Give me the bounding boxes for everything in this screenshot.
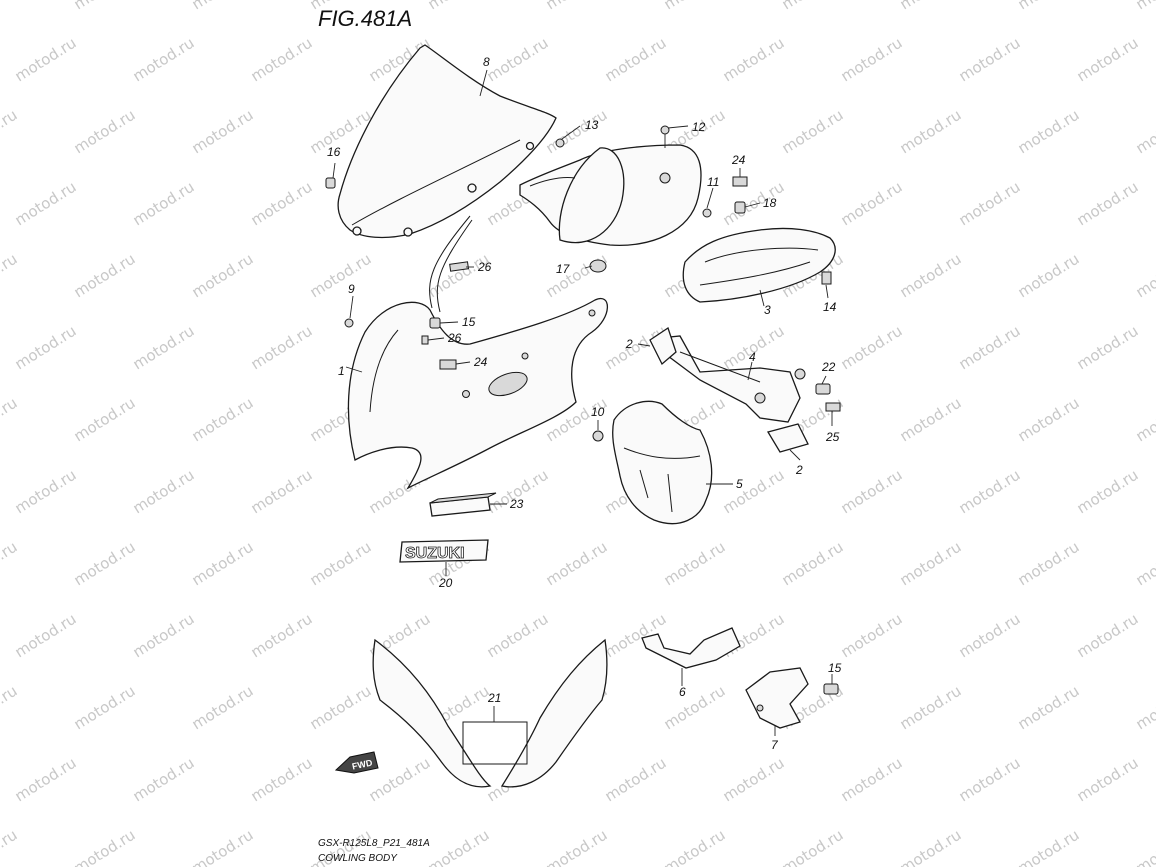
callout-8: 8 (483, 55, 490, 69)
cushion-24-upper[interactable] (732, 176, 748, 187)
cushion-24-lower[interactable] (439, 359, 457, 370)
callout-17: 17 (556, 262, 571, 276)
callout-6: 6 (679, 685, 686, 699)
bolt-15-lower[interactable] (823, 683, 839, 695)
callout-2b: 2 (795, 463, 803, 477)
tape-26-upper[interactable] (449, 261, 470, 272)
emblem-20[interactable]: SUZUKI (399, 539, 489, 563)
nut-18[interactable] (734, 201, 746, 214)
tape-26-lower[interactable] (421, 335, 429, 345)
figure-title: FIG.481A (318, 6, 412, 31)
callout-26a: 26 (477, 260, 492, 274)
cover-5[interactable] (612, 400, 713, 525)
leader-lines (332, 69, 833, 736)
bracket-6[interactable] (641, 627, 741, 669)
callout-26b: 26 (447, 331, 462, 345)
callout-21: 21 (487, 691, 501, 705)
screw-12[interactable] (660, 125, 670, 148)
callout-16: 16 (327, 145, 341, 159)
callout-7: 7 (771, 738, 779, 752)
bracket-2-upper[interactable] (649, 326, 677, 366)
bracket-2-lower[interactable] (766, 423, 809, 453)
callout-10: 10 (591, 405, 605, 419)
screw-11[interactable] (702, 208, 712, 218)
screw-13[interactable] (555, 138, 565, 148)
callout-13: 13 (585, 118, 599, 132)
callout-24b: 24 (473, 355, 488, 369)
callout-15a: 15 (462, 315, 476, 329)
cowling-stay-4[interactable] (659, 335, 806, 423)
inner-cowl-3[interactable] (682, 227, 836, 303)
brand-emblem-text: SUZUKI (405, 545, 465, 562)
side-cowl-1[interactable] (347, 215, 608, 490)
callout-15b: 15 (828, 661, 842, 675)
callout-3: 3 (764, 303, 771, 317)
callout-12: 12 (692, 120, 706, 134)
callout-labels: 1 2 2 3 4 5 6 7 8 9 10 11 12 13 14 15 15… (327, 55, 842, 752)
bolt-22[interactable] (815, 383, 831, 395)
bolt-10[interactable] (592, 430, 604, 442)
windscreen[interactable] (337, 44, 557, 239)
clip-14[interactable] (821, 271, 832, 285)
callout-11: 11 (707, 175, 719, 189)
figure-code: GSX-R125L8_P21_481A (318, 838, 430, 849)
forward-label: FWD (351, 757, 374, 771)
cushion-25[interactable] (825, 402, 841, 412)
forward-direction-arrow: FWD (334, 751, 379, 774)
headlight-housing[interactable] (519, 144, 702, 246)
callout-5: 5 (736, 477, 743, 491)
callout-23: 23 (509, 497, 524, 511)
callout-4: 4 (749, 350, 756, 364)
grommet-17[interactable] (589, 259, 607, 273)
cushion-23[interactable] (429, 492, 497, 517)
screw-9[interactable] (344, 318, 354, 328)
figure-subtitle: COWLING BODY (318, 853, 398, 864)
callout-14: 14 (823, 300, 837, 314)
callout-22: 22 (821, 360, 836, 374)
bolt-16[interactable] (325, 177, 336, 189)
under-cowl-21[interactable] (372, 638, 608, 788)
callout-25: 25 (825, 430, 840, 444)
callout-18: 18 (763, 196, 777, 210)
callout-1: 1 (338, 364, 345, 378)
callout-20: 20 (438, 576, 453, 590)
callout-2a: 2 (625, 337, 633, 351)
nut-15-upper[interactable] (429, 317, 441, 329)
bracket-7[interactable] (745, 667, 809, 729)
callout-9: 9 (348, 282, 355, 296)
callout-24a: 24 (731, 153, 746, 167)
